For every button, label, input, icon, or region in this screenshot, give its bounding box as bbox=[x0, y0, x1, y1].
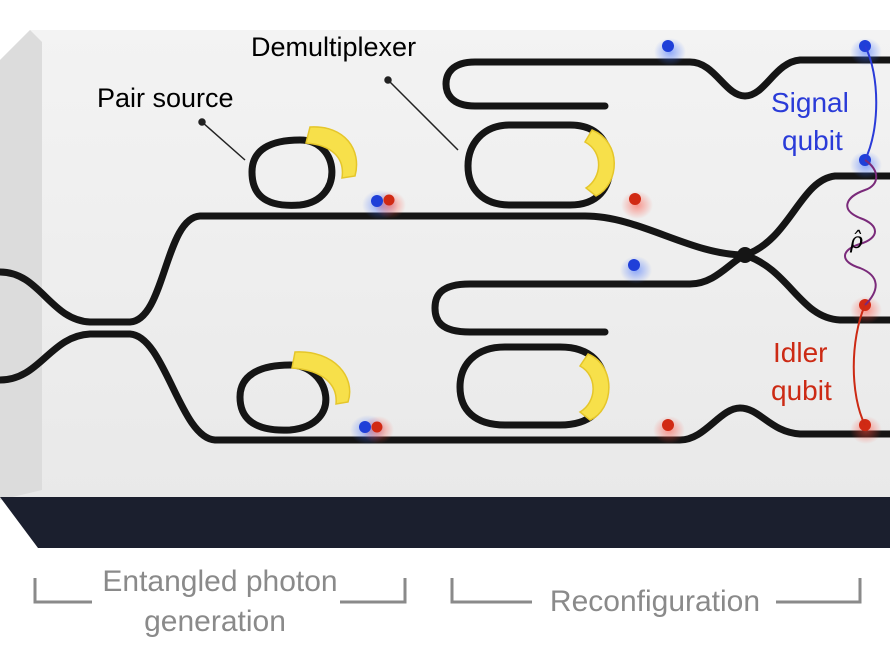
bottom-brackets bbox=[33, 578, 862, 604]
pair-source-leader bbox=[201, 121, 246, 161]
idler-qubit-label-line1: Idler bbox=[773, 337, 827, 368]
heater-pair-source-bottom bbox=[291, 351, 351, 405]
entangled-bracket-left bbox=[33, 578, 92, 604]
demultiplexer-leader bbox=[387, 79, 459, 151]
signal-photon-top-source bbox=[371, 195, 383, 207]
waveguides bbox=[0, 56, 890, 444]
entanglement-wave bbox=[844, 159, 878, 306]
signal-photon-crossing bbox=[628, 259, 640, 271]
input-waveguide-upper bbox=[0, 212, 749, 326]
pair-source-label: Pair source bbox=[97, 83, 234, 113]
signal-photon-demux-out bbox=[662, 40, 674, 52]
input-waveguide-lower bbox=[0, 330, 890, 444]
reconfiguration-bracket-left bbox=[450, 578, 532, 604]
entangled-bracket-right bbox=[340, 578, 407, 604]
signal-qubit-label-line2: qubit bbox=[782, 125, 843, 156]
heaters bbox=[291, 126, 615, 421]
idler-qubit-label-line2: qubit bbox=[771, 375, 832, 406]
chip-side-face bbox=[0, 497, 890, 548]
entangled-generation-label-line2: generation bbox=[144, 605, 286, 638]
idler-photon-demux-top bbox=[629, 193, 641, 205]
heater-pair-source-top bbox=[305, 126, 358, 179]
photons bbox=[350, 38, 882, 445]
chip bbox=[0, 30, 890, 548]
chip-left-bevel bbox=[0, 30, 42, 500]
signal-qubit-brace bbox=[864, 45, 878, 161]
crossing-out-upper bbox=[741, 172, 890, 259]
heater-demux-bottom bbox=[578, 353, 610, 421]
demux-waveguide-top bbox=[442, 56, 890, 110]
reconfiguration-label: Reconfiguration bbox=[550, 585, 760, 618]
pair-source-ring-top bbox=[248, 136, 336, 209]
idler-photon-bottom-out bbox=[662, 419, 674, 431]
crossing-node bbox=[737, 247, 753, 263]
demultiplexer-label: Demultiplexer bbox=[251, 32, 416, 62]
density-matrix-symbol: ρ̂ bbox=[849, 229, 863, 254]
signal-photon-bottom-source bbox=[359, 421, 371, 433]
signal-qubit-label-line1: Signal bbox=[771, 87, 849, 118]
leader-lines bbox=[198, 76, 459, 161]
crossing-out-lower bbox=[741, 251, 890, 324]
idler-photon-top-source bbox=[383, 194, 395, 206]
heater-demux-top bbox=[583, 129, 615, 197]
idler-photon-bottom-source bbox=[371, 421, 383, 433]
reconfiguration-bracket-right bbox=[776, 578, 862, 604]
qubit-connectors bbox=[844, 45, 878, 426]
idler-qubit-brace bbox=[852, 304, 866, 426]
entangled-generation-label-line1: Entangled photon bbox=[102, 565, 337, 598]
chip-top-surface bbox=[0, 30, 890, 500]
crossing-in-lower bbox=[431, 251, 749, 336]
pair-source-ring-bottom bbox=[236, 361, 330, 434]
